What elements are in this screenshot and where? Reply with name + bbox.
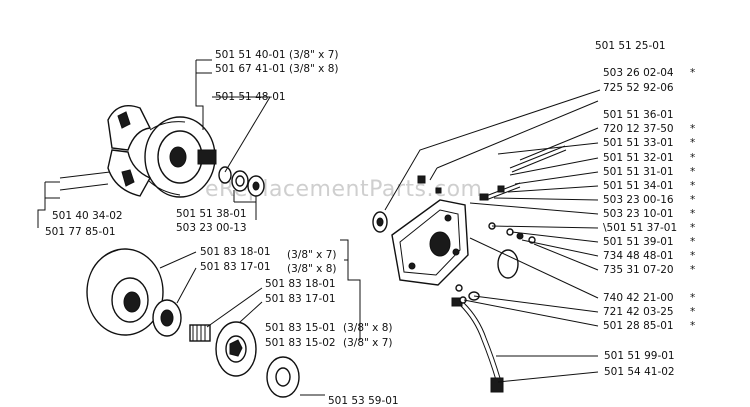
label-clutch-b-size: (3/8" x 8) [289, 63, 339, 75]
label-sprocket-b-size: (3/8" x 7) [343, 337, 393, 349]
right-part-mark: * [690, 306, 695, 318]
right-part-label: 501 51 31-01 [603, 166, 674, 178]
right-part-label: 720 12 37-50 [603, 123, 674, 135]
right-part-mark: * [690, 292, 695, 304]
right-part-label: 503 26 02-04 [603, 67, 674, 79]
right-part-mark: * [690, 194, 695, 206]
right-parts-list: 503 26 02-04 * 725 52 92-06 501 51 36-01 720… [603, 67, 695, 332]
label-bearing-b: 501 83 17-01 [265, 293, 336, 305]
label-sprocket-a: 501 83 15-01 [265, 322, 336, 334]
right-part-label: 501 28 85-01 [603, 320, 674, 332]
label-hub-a: 501 40 34-02 [52, 210, 123, 222]
label-hub-b: 501 77 85-01 [45, 226, 116, 238]
right-part-mark: * [690, 236, 695, 248]
label-clutch-b: 501 67 41-01 [215, 63, 286, 75]
right-part-mark: * [690, 208, 695, 220]
right-part-label: 725 52 92-06 [603, 82, 674, 94]
label-clutch-a-size: (3/8" x 7) [289, 49, 339, 61]
right-part-label: 501 51 32-01 [603, 152, 674, 164]
label-cover-top: 501 51 25-01 [595, 40, 666, 52]
label-drum-a: 501 83 18-01 [200, 246, 271, 258]
right-part-label: 501 51 39-01 [603, 236, 674, 248]
label-drum-a-size: (3/8" x 7) [287, 249, 337, 261]
right-part-label: 503 23 10-01 [603, 208, 674, 220]
right-part-label: 735 31 07-20 [603, 264, 674, 276]
label-nut: 503 23 00-13 [176, 222, 247, 234]
right-part-mark: * [690, 123, 695, 135]
right-part-mark: * [690, 250, 695, 262]
right-part-mark: * [690, 180, 695, 192]
right-part-mark: * [690, 264, 695, 276]
right-part-label: 734 48 48-01 [603, 250, 674, 262]
label-washer-bottom: 501 53 59-01 [328, 395, 399, 407]
label-sprocket-a-size: (3/8" x 8) [343, 322, 393, 334]
label-bearing-a: 501 83 18-01 [265, 278, 336, 290]
right-part-mark: * [690, 166, 695, 178]
clutch-leader-lines [37, 59, 271, 228]
right-part-mark: * [690, 152, 695, 164]
right-part-label: 501 51 34-01 [603, 180, 674, 192]
drum-sprocket-drawing [86, 248, 300, 398]
clutch-assembly-drawing [107, 105, 265, 198]
label-spring: 501 51 48-01 [215, 91, 286, 103]
label-clutch-a: 501 51 40-01 [215, 49, 286, 61]
drum-leader-lines [159, 239, 361, 396]
right-part-label: 501 51 36-01 [603, 109, 674, 121]
right-part-mark: * [690, 320, 695, 332]
label-drum-b: 501 83 17-01 [200, 261, 271, 273]
right-part-mark: * [690, 222, 695, 234]
right-part-label: 721 42 03-25 [603, 306, 674, 318]
right-part-label: 740 42 21-00 [603, 292, 674, 304]
label-tip: 501 54 41-02 [604, 366, 675, 378]
label-pipe: 501 51 99-01 [604, 350, 675, 362]
right-part-label: 503 23 00-16 [603, 194, 674, 206]
label-washer: 501 51 38-01 [176, 208, 247, 220]
cover-assembly-drawing [372, 145, 567, 393]
label-sprocket-b: 501 83 15-02 [265, 337, 336, 349]
label-drum-b-size: (3/8" x 8) [287, 263, 337, 275]
right-part-mark: * [690, 137, 695, 149]
cover-leader-lines [384, 89, 601, 383]
right-part-label: 501 51 33-01 [603, 137, 674, 149]
right-part-mark: * [690, 67, 695, 79]
right-part-label: \501 51 37-01 [603, 222, 677, 234]
